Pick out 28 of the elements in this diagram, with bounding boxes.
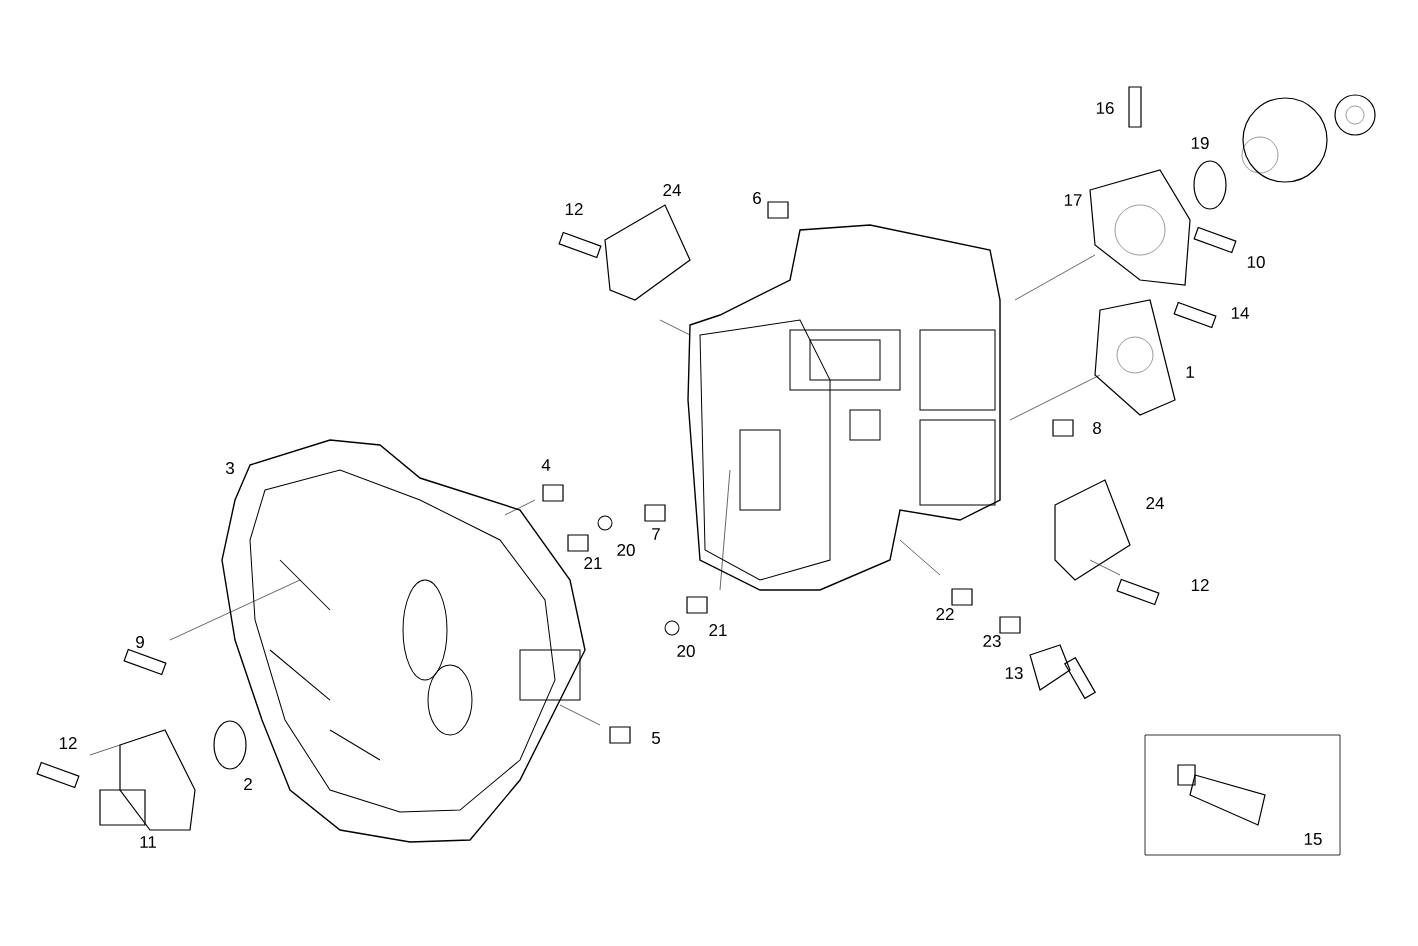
callout-number: 13	[1005, 667, 1023, 680]
callout-number: 24	[1146, 497, 1164, 509]
callout-number: 8	[1093, 422, 1101, 435]
callout-number: 21	[709, 624, 727, 636]
callout-number: 2	[244, 778, 252, 790]
callout-number: 12	[1191, 579, 1209, 591]
callout-number: 1	[1186, 366, 1194, 378]
callout-number: 24	[663, 184, 681, 196]
callout-number: 12	[565, 203, 583, 215]
callout-number: 14	[1231, 307, 1249, 319]
callout-number: 12	[59, 737, 77, 749]
callout-number: 9	[136, 636, 144, 649]
callout-number: 15	[1304, 833, 1322, 845]
callout-number: 7	[652, 528, 660, 540]
callout-number: 6	[753, 192, 761, 205]
callout-number: 20	[677, 645, 695, 658]
callout-number: 10	[1247, 256, 1265, 269]
callout-number: 23	[983, 635, 1001, 648]
callout-number: 16	[1096, 102, 1114, 115]
callout-number: 22	[936, 608, 954, 620]
callout-number: 3	[225, 462, 234, 475]
callout-number: 4	[541, 459, 551, 471]
callout-number: 19	[1191, 137, 1209, 150]
callout-number: 5	[651, 732, 660, 744]
callout-number: 21	[584, 557, 602, 569]
callout-number: 11	[140, 836, 156, 848]
callout-number: 20	[617, 544, 635, 557]
callout-number: 17	[1064, 194, 1082, 206]
